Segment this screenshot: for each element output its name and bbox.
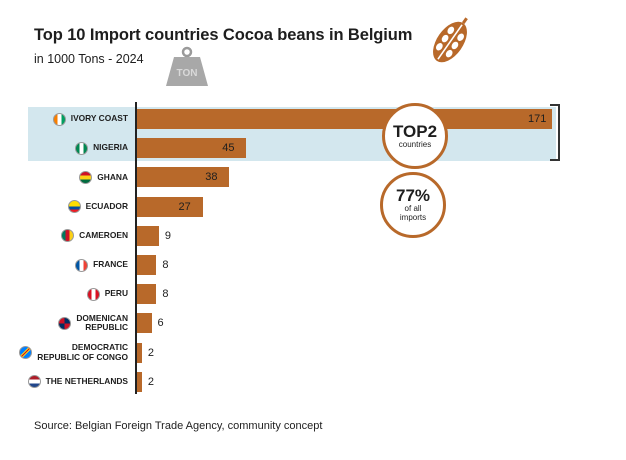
data-label: 171: [528, 113, 547, 125]
category-label-text: PERU: [104, 288, 128, 299]
category-label: CAMEROEN: [61, 226, 128, 246]
category-label: IVORY COAST: [52, 109, 128, 129]
bar-row: ECUADOR 27: [0, 196, 626, 217]
bar-row: THE NETHERLANDS 2: [0, 371, 626, 392]
data-label: 8: [162, 259, 169, 271]
bar: [137, 284, 157, 305]
data-label: 6: [157, 317, 164, 330]
category-label: THE NETHERLANDS: [27, 372, 128, 392]
country-flag-icon: [58, 316, 72, 330]
ton-weight-icon: TON: [166, 46, 208, 86]
data-label: 2: [147, 346, 154, 359]
bar: [137, 138, 247, 159]
bar-row: GHANA 38: [0, 167, 626, 188]
bar-row: FRANCE 8: [0, 255, 626, 275]
data-label: 2: [147, 375, 154, 388]
top2-bracket: [550, 104, 560, 161]
category-label: FRANCE: [75, 255, 128, 275]
country-flag-icon: [86, 287, 100, 301]
bar: [137, 255, 157, 275]
bar: [137, 342, 142, 363]
bar-row: CAMEROEN 9: [0, 225, 626, 246]
category-label: PERU: [86, 284, 128, 304]
country-flag-icon: [19, 346, 33, 360]
data-label: 9: [164, 229, 171, 242]
data-label: 8: [162, 288, 169, 301]
category-label-text: IVORY COAST: [70, 113, 128, 124]
top2-callout-small: countries: [398, 139, 432, 149]
top2-callout-big: TOP2: [392, 121, 438, 141]
country-flag-icon: [75, 141, 89, 155]
top2-callout: TOP2 countries: [382, 103, 448, 169]
bar-row: PERU 8: [0, 284, 626, 305]
chart-subtitle: in 1000 Tons - 2024: [34, 52, 144, 66]
share-callout-small-1: of all: [404, 204, 422, 214]
y-axis-line: [135, 102, 137, 394]
bar: [137, 313, 152, 334]
data-label: 38: [205, 171, 218, 184]
category-label-text: FRANCE: [93, 259, 128, 270]
bar: [137, 196, 203, 217]
country-flag-icon: [75, 258, 89, 272]
country-flag-icon: [61, 229, 75, 243]
chart-title: Top 10 Import countries Cocoa beans in B…: [34, 26, 413, 44]
bar: [137, 167, 230, 188]
data-label: 27: [178, 200, 191, 213]
ton-label: TON: [177, 68, 198, 79]
source-note: Source: Belgian Foreign Trade Agency, co…: [34, 420, 323, 432]
country-flag-icon: [67, 200, 81, 214]
cocoa-pod-icon: [433, 17, 468, 63]
share-callout-small-2: imports: [399, 212, 427, 222]
category-label: GHANA: [79, 167, 128, 187]
country-flag-icon: [27, 375, 41, 389]
category-label: ECUADOR: [67, 197, 128, 217]
bar: [137, 371, 142, 392]
country-flag-icon: [79, 170, 93, 184]
bar-row: NIGERIA 45: [0, 138, 626, 159]
share-callout: 77% of all imports: [380, 172, 446, 238]
bar: [137, 109, 552, 129]
bar-row: IVORY COAST 171: [0, 109, 626, 129]
category-label-text: CAMEROEN: [79, 230, 128, 241]
country-flag-icon: [52, 112, 66, 126]
category-label-text: GHANA: [97, 171, 128, 182]
share-callout-big: 77%: [395, 186, 431, 206]
category-label-text: ECUADOR: [85, 200, 128, 211]
data-label: 45: [222, 142, 235, 155]
category-label-text: NIGERIA: [93, 142, 128, 153]
bar: [137, 225, 159, 246]
category-label-text: THE NETHERLANDS: [45, 376, 128, 387]
category-label: NIGERIA: [75, 138, 128, 158]
